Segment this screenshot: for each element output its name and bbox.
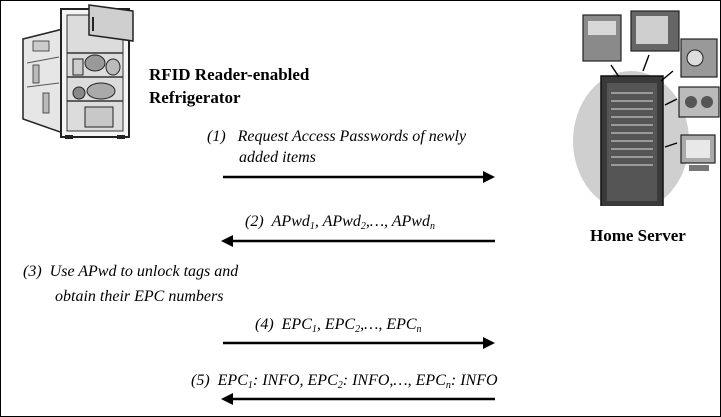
step1-line1: (1) Request Access Passwords of newly: [207, 128, 467, 145]
step5-text: (5) EPC1: INFO, EPC2: INFO,…, EPCn: INFO: [191, 372, 498, 391]
step2-text: (2) APwd1, APwd2,…, APwdn: [245, 213, 435, 232]
step4-arrow-right: [223, 337, 495, 349]
step1-arrow-right: [223, 171, 495, 183]
server-label: Home Server: [590, 226, 686, 245]
step3-line2: obtain their EPC numbers: [55, 288, 224, 305]
step4-text: (4) EPC1, EPC2,…, EPCn: [255, 316, 422, 335]
step3-line1: (3) Use APwd to unlock tags and: [23, 263, 239, 280]
step5-arrow-left: [221, 393, 495, 405]
step1-line2: added items: [239, 149, 316, 166]
step2-arrow-left: [221, 235, 495, 247]
fridge-label-line1: RFID Reader-enabled: [149, 65, 310, 84]
fridge-label-line2: Refrigerator: [149, 88, 241, 107]
home-server-illustration: [573, 10, 720, 206]
refrigerator-illustration: [22, 4, 134, 139]
